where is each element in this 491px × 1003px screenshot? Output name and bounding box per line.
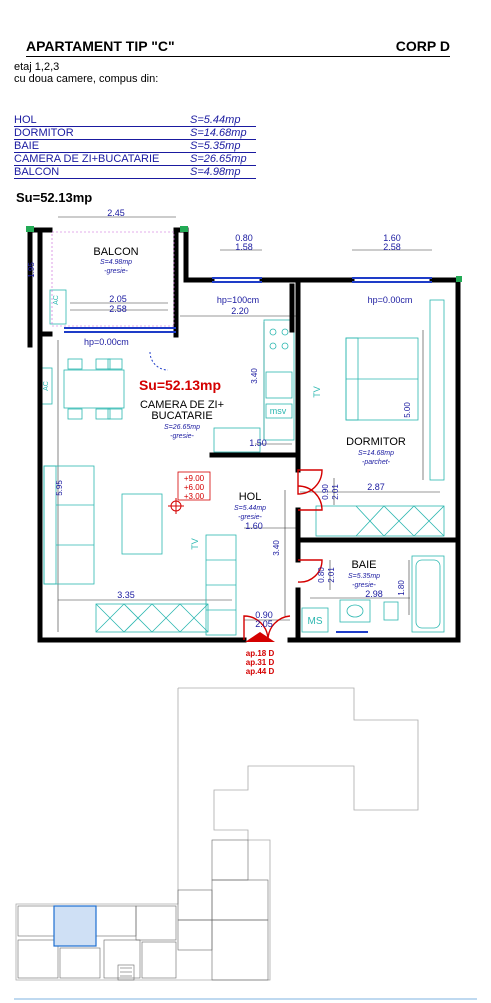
- hp-balcon: hp=0.00cm: [84, 337, 129, 347]
- level-2: +6.00: [184, 483, 205, 492]
- tv-dorm: TV: [312, 386, 322, 398]
- balcon-name: BALCON: [93, 246, 138, 258]
- msv-label: msv: [270, 406, 287, 416]
- hol-finish: -gresie-: [238, 514, 262, 521]
- ac-living: AC: [43, 381, 50, 391]
- floors-text: etaj 1,2,3: [14, 61, 60, 73]
- dim-340a: 3.40: [250, 368, 259, 384]
- ac-balcon: AC: [53, 295, 60, 305]
- doors: [243, 469, 323, 641]
- dim-335: 3.35: [117, 590, 135, 600]
- level-1: +9.00: [184, 474, 205, 483]
- key-plan-rooms: [17, 839, 269, 981]
- balcon-finish: -gresie-: [104, 268, 128, 275]
- dim-595: 5.95: [55, 480, 64, 496]
- dim-201a: 2.01: [331, 484, 340, 500]
- dim-287: 2.87: [367, 482, 385, 492]
- room-name: CAMERA DE ZI+BUCATARIE: [14, 153, 160, 165]
- dim-245: 2.45: [107, 208, 125, 218]
- living-area: S=26.65mp: [164, 424, 200, 431]
- baie-finish: -gresie-: [352, 582, 376, 589]
- room-name: DORMITOR: [14, 127, 74, 139]
- windows: [64, 277, 432, 633]
- dormitor-area: S=14.68mp: [358, 450, 394, 457]
- header: APARTAMENT TIP "C" CORP D: [26, 38, 450, 57]
- dim-500: 5.00: [403, 402, 412, 418]
- dim-090b: 0.90: [255, 610, 273, 620]
- tv-living: TV: [190, 538, 200, 550]
- highlighted-apartment: [53, 905, 97, 947]
- living-name-2: BUCATARIE: [151, 410, 212, 422]
- dim-205b: 2.05: [255, 619, 273, 629]
- balcony-area: [51, 231, 175, 327]
- dormitor-name: DORMITOR: [346, 436, 406, 448]
- level-marker: [168, 471, 211, 514]
- dim-090a: 0.90: [321, 484, 330, 500]
- room-area: S=5.44mp: [190, 114, 241, 126]
- building-key-plan: [15, 687, 419, 981]
- baie-area: S=5.35mp: [348, 573, 380, 580]
- dim-201b: 2.01: [327, 567, 336, 583]
- plan-labels: 2.45 1.95 2.05 2.58 0.80 1.58 1.60 2.58 …: [27, 208, 412, 676]
- room-row: BALCON S=4.98mp: [14, 166, 256, 179]
- hp-dorm: hp=0.00cm: [368, 295, 413, 305]
- entrance-arrow: [245, 632, 275, 642]
- dormitor-finish: -parchet-: [362, 459, 391, 466]
- corp-label: CORP D: [395, 38, 450, 54]
- room-row: HOL S=5.44mp: [14, 114, 256, 127]
- dim-340b: 3.40: [272, 540, 281, 556]
- room-area: S=5.35mp: [190, 140, 241, 152]
- room-row: DORMITOR S=14.68mp: [14, 127, 256, 140]
- description-text: cu doua camere, compus din:: [14, 73, 159, 85]
- baie-name: BAIE: [351, 559, 376, 571]
- dim-158: 1.58: [235, 242, 253, 252]
- balcon-area: S=4.98mp: [100, 259, 132, 266]
- room-row: CAMERA DE ZI+BUCATARIE S=26.65mp: [14, 153, 256, 166]
- facade-marks: [26, 226, 462, 282]
- dim-180: 1.80: [397, 580, 406, 596]
- living-finish: -gresie-: [170, 433, 194, 440]
- total-area: Su=52.13mp: [16, 190, 93, 205]
- dim-160a: 1.60: [383, 233, 401, 243]
- living-name-1: CAMERA DE ZI+: [140, 399, 224, 411]
- apartment-3: ap.44 D: [246, 667, 275, 676]
- dim-150: 1.50: [249, 438, 267, 448]
- room-list: HOL S=5.44mp DORMITOR S=14.68mp BAIE S=5…: [14, 114, 256, 179]
- level-3: +3.00: [184, 492, 205, 501]
- room-name: BAIE: [14, 140, 40, 152]
- dim-080b: 0.80: [317, 567, 326, 583]
- ms-label: MS: [308, 616, 323, 627]
- dimension-lines: [29, 216, 440, 632]
- dim-080a: 0.80: [235, 233, 253, 243]
- hol-name: HOL: [239, 491, 262, 503]
- dim-258b: 2.58: [383, 242, 401, 252]
- room-area: S=4.98mp: [190, 166, 241, 178]
- dim-220: 2.20: [231, 306, 249, 316]
- door-swing: [149, 351, 169, 371]
- walls: [27, 227, 461, 643]
- apartment-title: APARTAMENT TIP "C": [26, 38, 175, 54]
- room-area: S=14.68mp: [190, 127, 247, 139]
- hol-area: S=5.44mp: [234, 505, 266, 512]
- apartment-1: ap.18 D: [246, 649, 275, 658]
- dim-298: 2.98: [365, 589, 383, 599]
- room-name: BALCON: [14, 166, 60, 178]
- furniture: [41, 289, 445, 636]
- dim-205: 2.05: [109, 294, 127, 304]
- hp-kitchen: hp=100cm: [217, 295, 259, 305]
- dim-160b: 1.60: [245, 521, 263, 531]
- apartment-2: ap.31 D: [246, 658, 275, 667]
- dim-258a: 2.58: [109, 304, 127, 314]
- su-red: Su=52.13mp: [139, 377, 221, 393]
- dim-195: 1.95: [27, 262, 36, 278]
- room-area: S=26.65mp: [190, 153, 247, 165]
- room-row: BAIE S=5.35mp: [14, 140, 256, 153]
- room-name: HOL: [14, 114, 37, 126]
